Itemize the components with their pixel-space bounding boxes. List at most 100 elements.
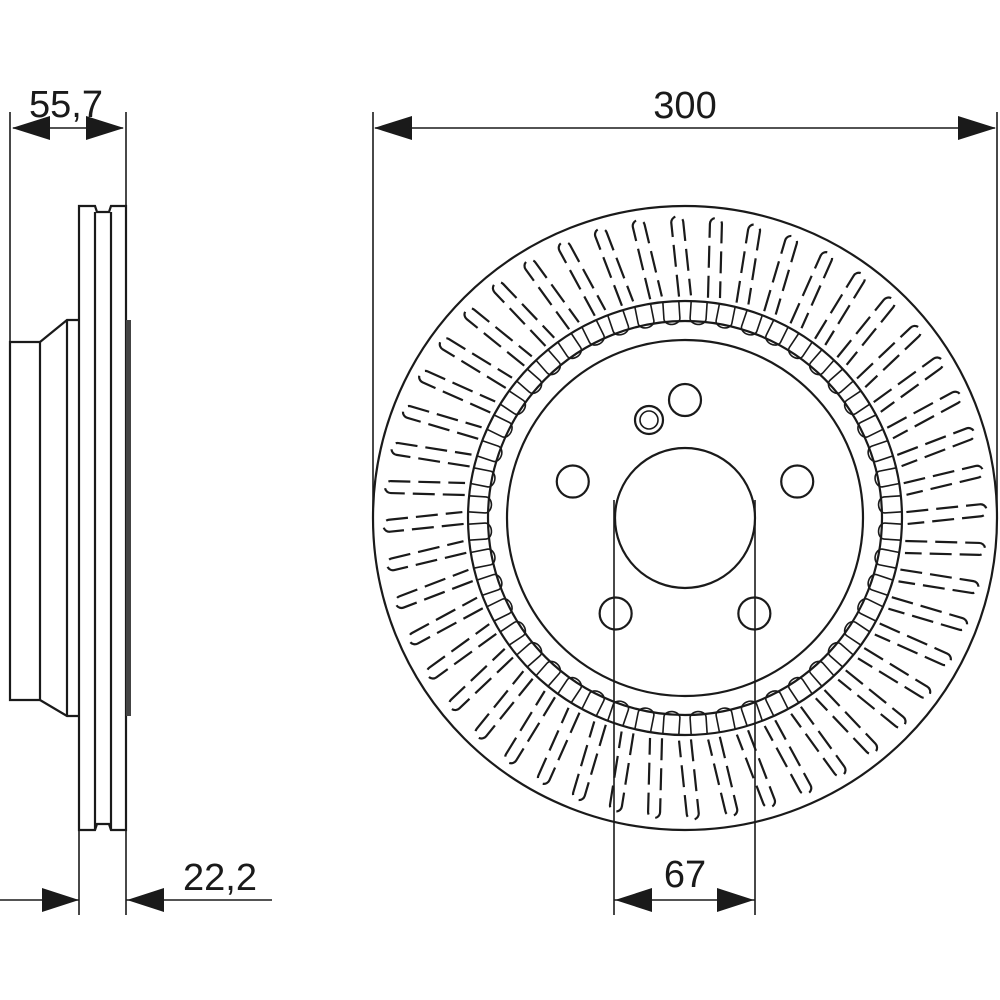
vane-root — [843, 620, 871, 646]
vane-root — [867, 439, 894, 463]
vane-root — [689, 300, 708, 326]
vane-root — [535, 349, 562, 376]
vane — [418, 369, 496, 414]
hub-body — [39, 318, 79, 718]
vane — [873, 356, 945, 413]
vane-inner-ring — [466, 299, 904, 737]
disc-outer-edge — [371, 204, 999, 832]
vane — [707, 736, 739, 818]
vane-root — [827, 641, 854, 668]
vane — [394, 568, 474, 610]
bolt-hole — [780, 464, 815, 499]
vane — [438, 337, 513, 389]
vane-root — [535, 660, 562, 687]
vane-root — [765, 319, 789, 346]
vane — [763, 234, 799, 315]
vane-root — [787, 332, 813, 360]
vane-root — [662, 300, 681, 326]
vane — [814, 689, 879, 755]
vane-root — [467, 522, 493, 541]
vane — [836, 296, 896, 366]
vane-root — [874, 467, 900, 488]
vane-root — [581, 690, 605, 717]
vane — [608, 731, 635, 813]
vane — [888, 596, 969, 632]
vane-root — [877, 495, 903, 514]
hat-ring — [486, 319, 884, 717]
vane-root — [877, 522, 903, 541]
cooling-vanes — [382, 215, 988, 821]
vane-root — [581, 319, 605, 346]
vane — [401, 404, 482, 440]
vane-root — [499, 620, 527, 646]
vane — [896, 426, 976, 468]
vane — [557, 240, 607, 317]
vane — [646, 737, 664, 820]
vane-root — [843, 390, 871, 416]
vane — [735, 729, 777, 809]
vane — [383, 479, 466, 497]
side-view: 55,7 22,2 — [0, 84, 272, 915]
vane-root — [874, 548, 900, 569]
vane-root — [634, 303, 655, 329]
vane — [706, 216, 724, 299]
vane-root — [467, 495, 493, 514]
arrow-icon — [717, 888, 754, 912]
vane — [448, 647, 514, 712]
vane-root — [740, 309, 764, 336]
vane — [789, 251, 834, 329]
vane — [390, 441, 472, 468]
arrow-icon — [615, 888, 652, 912]
vane — [904, 539, 987, 557]
arrow-icon — [42, 888, 79, 912]
vane-root — [715, 303, 736, 329]
vane — [571, 721, 607, 802]
locating-screw-inner — [639, 410, 659, 430]
vane — [903, 464, 985, 496]
vane — [491, 281, 556, 347]
vane-root — [470, 548, 496, 569]
vane — [763, 719, 813, 796]
vane-root — [689, 710, 708, 736]
vane — [790, 706, 847, 778]
vane — [407, 596, 484, 646]
dim-disc-thickness: 22,2 — [183, 857, 257, 899]
vane-root — [857, 598, 884, 622]
vane-root — [787, 676, 813, 704]
vane — [670, 215, 693, 297]
vane-root — [740, 700, 764, 727]
vane-root — [499, 390, 527, 416]
vane — [463, 307, 533, 367]
bolt-hole — [667, 382, 703, 418]
vane — [474, 670, 534, 740]
arrow-icon — [958, 116, 996, 140]
disc-section — [77, 204, 128, 832]
hub-face — [126, 320, 131, 716]
vane-root — [557, 676, 583, 704]
vane — [898, 568, 980, 595]
hub-ring — [505, 338, 865, 698]
vane-root — [857, 414, 884, 438]
vane-root — [476, 573, 503, 597]
vane-roots — [467, 300, 903, 736]
vane-root — [516, 368, 543, 395]
bolt-hole — [598, 596, 633, 631]
vane — [425, 623, 497, 680]
vane-root — [470, 467, 496, 488]
center-bore — [613, 446, 757, 590]
vane — [906, 503, 988, 526]
front-view: 300 67 — [371, 85, 999, 915]
vane — [814, 271, 866, 346]
vane — [631, 218, 663, 300]
vane — [857, 647, 932, 699]
vane — [385, 540, 467, 572]
dim-outer-diameter: 300 — [653, 85, 716, 127]
vane-root — [827, 368, 854, 395]
arrow-icon — [127, 888, 164, 912]
dim-center-bore: 67 — [664, 854, 706, 896]
locating-screw-hole — [633, 404, 665, 436]
hub-flange — [8, 340, 42, 702]
vane — [856, 324, 922, 389]
vane-root — [557, 332, 583, 360]
vane — [837, 669, 907, 729]
